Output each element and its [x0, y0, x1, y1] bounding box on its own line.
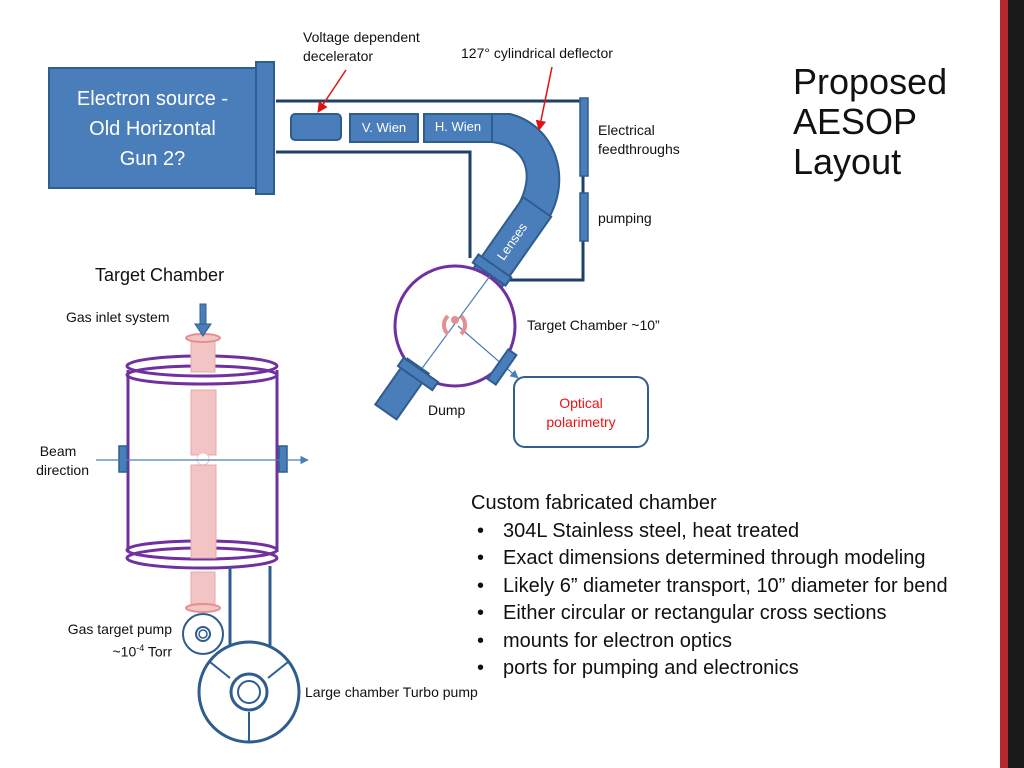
- pumping-label: pumping: [598, 210, 652, 226]
- slide-edge-bar: [1008, 0, 1024, 768]
- feedthrough-flange: [579, 97, 589, 177]
- dump-label: Dump: [428, 402, 466, 418]
- beam-direction-label: Beam direction: [27, 442, 89, 480]
- turbo-pump-pipe: [228, 566, 272, 648]
- gas-target-pump-line-1: Gas target pump: [67, 621, 172, 637]
- target-chamber-heading: Target Chamber: [95, 265, 225, 285]
- feedthroughs-line-1: Electrical: [598, 122, 655, 138]
- notes-item-text: Exact dimensions determined through mode…: [503, 547, 926, 569]
- target-mark: [441, 314, 468, 336]
- deflector-pointer: [535, 66, 553, 132]
- beam-line-to-optics: [457, 325, 519, 379]
- electron-source-box: [48, 67, 257, 189]
- optical-line-2: polarimetry: [546, 414, 616, 430]
- decelerator-label: Voltage dependent decelerator: [303, 28, 420, 66]
- notes-item: • mounts for electron optics: [471, 628, 948, 656]
- source-line-3: Gun 2?: [119, 148, 186, 170]
- bullet-dot: •: [477, 657, 485, 679]
- bullet-dot: •: [477, 574, 485, 597]
- notes-item-text: Likely 6” diameter transport, 10” diamet…: [503, 574, 948, 597]
- beam-line-2: direction: [36, 462, 89, 478]
- feedthroughs-line-2: feedthroughs: [598, 141, 680, 157]
- gas-inlet-label: Gas inlet system: [66, 309, 170, 325]
- gas-inlet-tube: [185, 333, 221, 613]
- decelerator-box: [290, 113, 342, 141]
- page-title: Proposed AESOP Layout: [793, 62, 973, 182]
- source-flange: [255, 61, 275, 195]
- decelerator-line-1: Voltage dependent: [303, 29, 420, 45]
- beam-port-left: [118, 445, 128, 473]
- slide-accent-bar: [1000, 0, 1008, 768]
- feedthroughs-label: Electrical feedthroughs: [598, 121, 680, 159]
- pumping-flange: [579, 192, 589, 242]
- target-chamber-size-label: Target Chamber ~10”: [527, 317, 660, 333]
- turbo-pump-label: Large chamber Turbo pump: [305, 684, 478, 700]
- optical-polarimetry-box: Optical polarimetry: [513, 376, 649, 448]
- notes-item: • Likely 6” diameter transport, 10” diame…: [471, 573, 948, 601]
- bullet-dot: •: [477, 629, 485, 652]
- gas-inlet-arrow: [194, 303, 212, 337]
- decelerator-pointer: [317, 69, 347, 113]
- beam-pipe: [276, 99, 585, 282]
- notes-heading: Custom fabricated chamber: [471, 492, 717, 514]
- bullet-dot: •: [477, 602, 485, 624]
- decelerator-line-2: decelerator: [303, 48, 374, 64]
- notes-item: • ports for pumping and electronics: [471, 655, 948, 683]
- optical-line-1: Optical: [559, 395, 603, 411]
- gas-target-pump-exponent: -4: [136, 643, 145, 653]
- notes-item: • Exact dimensions determined through mod…: [471, 545, 948, 573]
- notes-list: Custom fabricated chamber • 304L Stainles…: [471, 490, 948, 683]
- optical-port: [486, 347, 518, 387]
- source-line-2: Old Horizontal: [89, 118, 216, 140]
- gas-target-pump-prefix: ~10: [112, 643, 137, 660]
- lenses-flange: [471, 253, 513, 287]
- turbo-pump: [197, 640, 301, 744]
- beam-line-1: Beam: [39, 443, 77, 459]
- beam-line-to-dump: [411, 275, 491, 383]
- deflector-label: 127° cylindrical deflector: [461, 45, 613, 61]
- target-chamber-circle: [393, 264, 517, 388]
- notes-item-text: mounts for electron optics: [503, 629, 732, 652]
- notes-item-text: 304L Stainless steel, heat treated: [503, 519, 800, 542]
- title-line-2: AESOP: [793, 101, 918, 142]
- bullet-dot: •: [477, 519, 485, 542]
- h-wien-label: H. Wien: [434, 119, 482, 134]
- v-wien-label: V. Wien: [361, 120, 407, 135]
- v-wien-box: [349, 113, 419, 143]
- notes-item: • Either circular or rectangular cross se…: [471, 600, 948, 628]
- source-line-1: Electron source -: [76, 88, 229, 110]
- electron-source-label: Electron source - Old Horizontal Gun 2?: [49, 84, 256, 174]
- gas-target-pump-label: Gas target pump ~10-4 Torr: [40, 620, 172, 662]
- title-line-1: Proposed: [793, 61, 948, 102]
- notes-item-text: Either circular or rectangular cross sec…: [503, 602, 887, 624]
- notes-items: • 304L Stainless steel, heat treated • Exa…: [471, 518, 948, 683]
- gas-target-pump-suffix: Torr: [144, 643, 172, 660]
- title-line-3: Layout: [793, 141, 902, 182]
- notes-item: • 304L Stainless steel, heat treated: [471, 518, 948, 546]
- dump-flange: [396, 356, 440, 392]
- gas-target-pump-line-2: ~10-4 Torr: [40, 639, 172, 662]
- notes-item-text: ports for pumping and electronics: [503, 657, 799, 679]
- beam-port-right: [278, 445, 288, 473]
- bullet-dot: •: [477, 547, 485, 569]
- gas-target-pump: [182, 613, 224, 655]
